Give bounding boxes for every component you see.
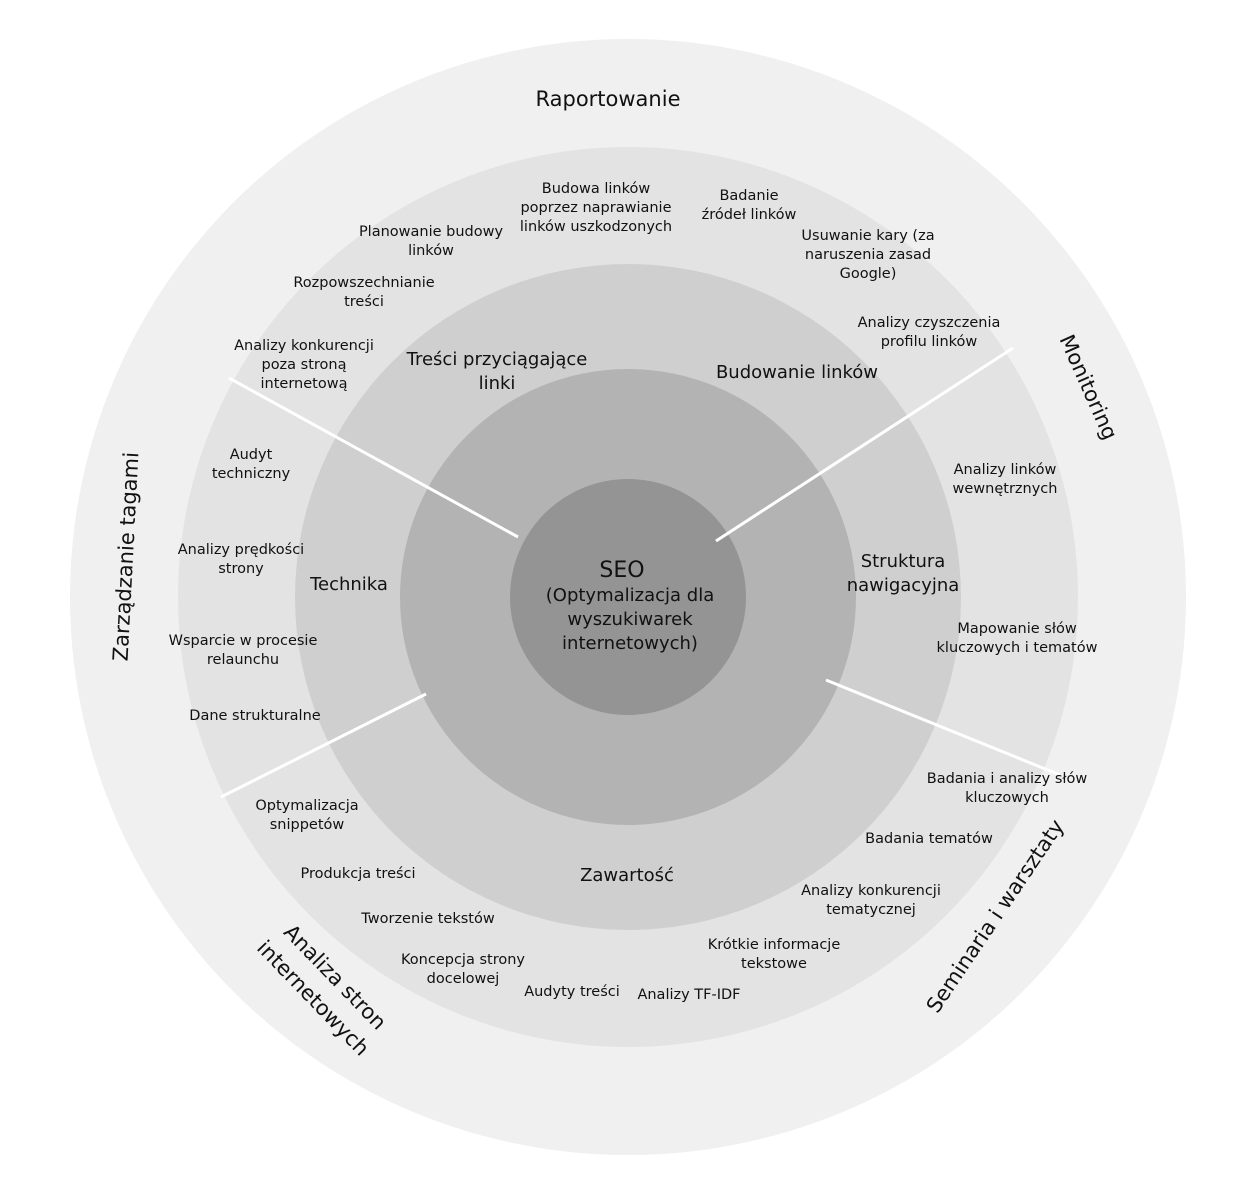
task-label: Badanie [719,188,778,204]
sector-technical: Technika [309,574,388,595]
center-subtitle-line: (Optymalizacja dla [546,585,714,606]
task-label: internetową [261,376,348,392]
seo-core [510,479,746,715]
task-labels: Budowa linków poprzez naprawianie linków… [169,181,1098,1003]
task-label: wewnętrznych [953,481,1058,497]
center-title: SEO [599,558,644,583]
task-label: Analizy konkurencji [801,883,941,899]
task-label: Krótkie informacje [708,937,841,953]
task-label: Badania tematów [865,831,993,847]
task-label: linków uszkodzonych [520,219,672,235]
task-label: Dane strukturalne [189,708,320,724]
task-label: Audyty treści [524,984,620,1000]
task-label: treści [344,294,384,310]
task-label: linków [408,243,454,259]
task-label: strony [218,561,264,577]
task-label: Koncepcja strony [401,952,525,968]
divider-line [228,376,519,539]
sector-dividers [220,346,1061,799]
sector-navigation: Struktura [861,551,946,572]
task-label: Mapowanie słów [957,621,1077,637]
sector-content: Zawartość [580,865,674,886]
task-label: Analizy czyszczenia [858,315,1001,331]
task-label: Wsparcie w procesie [169,633,318,649]
sector-navigation: nawigacyjna [847,575,960,596]
center-subtitle-line: wyszukiwarek [567,609,693,630]
sector-links-content: linki [479,373,516,394]
task-label: tekstowe [741,956,807,972]
task-label: Tworzenie tekstów [360,911,495,927]
task-label: naruszenia zasad [805,247,931,263]
task-label: relaunchu [207,652,279,668]
task-label: Produkcja treści [300,866,415,882]
center-label: SEO (Optymalizacja dla wyszukiwarek inte… [546,558,714,654]
sector-link-building: Budowanie linków [716,362,878,383]
task-label: Analizy konkurencji [234,338,374,354]
task-label: docelowej [427,971,500,987]
task-label: kluczowych i tematów [937,640,1098,656]
divider-line [220,692,427,799]
service-reporting: Raportowanie [535,87,680,111]
task-label: Optymalizacja [255,798,358,814]
task-label: tematycznej [826,902,916,918]
task-label: kluczowych [965,790,1049,806]
task-label: Analizy linków [954,462,1057,478]
sector-labels: Treści przyciągające linki Budowanie lin… [309,349,959,886]
task-label: Analizy TF-IDF [637,987,740,1003]
task-label: Rozpowszechnianie [293,275,434,291]
task-label: Audyt [230,447,273,463]
divider-line [715,346,1014,543]
task-label: techniczny [212,466,291,482]
task-label: Badania i analizy słów [927,771,1088,787]
task-label: profilu linków [881,334,978,350]
task-label: poza stroną [261,357,346,373]
task-label: Google) [840,266,897,282]
task-label: snippetów [270,817,345,833]
task-label: źródeł linków [702,207,797,223]
divider-line [825,678,1061,777]
center-subtitle-line: internetowych) [562,633,698,654]
task-label: Planowanie budowy [359,224,504,240]
sector-links-content: Treści przyciągające [406,349,588,370]
task-label: poprzez naprawianie [520,200,671,216]
task-label: Budowa linków [542,181,651,197]
task-label: Analizy prędkości [178,542,304,558]
task-label: Usuwanie kary (za [801,228,934,244]
